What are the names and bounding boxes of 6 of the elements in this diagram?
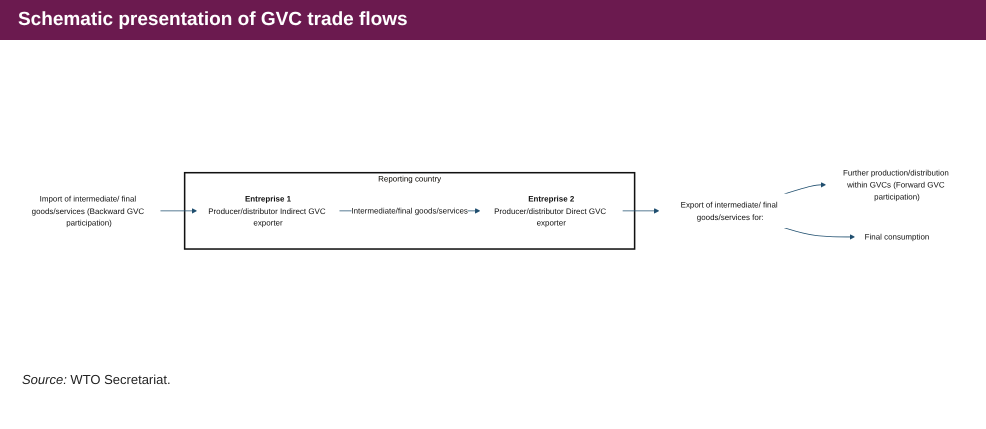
arrow <box>622 208 660 214</box>
arrow <box>784 226 856 240</box>
arrow <box>784 182 826 194</box>
source-note: Source: WTO Secretariat. <box>21 371 172 389</box>
arrow <box>160 208 198 214</box>
title-banner: Schematic presentation of GVC trade flows <box>0 0 986 40</box>
